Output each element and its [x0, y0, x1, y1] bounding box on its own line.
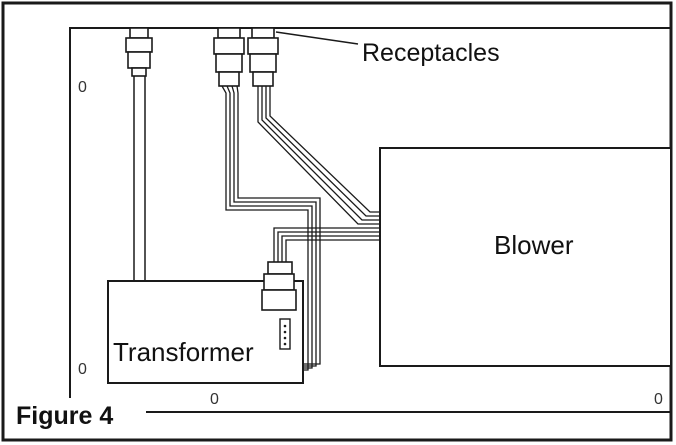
hole-mark-bottom-right: 0 — [654, 391, 663, 408]
cable-blower — [257, 86, 380, 225]
hole-mark-bottom-left: 0 — [78, 361, 87, 378]
terminal-strip — [279, 318, 291, 350]
label-transformer: Transformer — [113, 337, 254, 367]
receptacle-right — [247, 27, 279, 87]
receptacle-middle — [213, 27, 245, 87]
transformer-connector — [261, 261, 297, 311]
cable-transformer-power — [133, 76, 146, 281]
inner-panel — [69, 27, 671, 412]
cable-middle-receptacle — [221, 85, 321, 371]
hole-mark-bottom-center: 0 — [210, 391, 219, 408]
hole-mark-top-left: 0 — [78, 79, 87, 96]
figure-caption-backdrop — [12, 398, 146, 432]
label-blower: Blower — [494, 230, 574, 260]
figure-caption: Figure 4 — [16, 402, 113, 430]
receptacles-leader-line — [275, 31, 359, 45]
blower-box — [379, 147, 672, 367]
label-receptacles: Receptacles — [362, 39, 500, 67]
receptacle-left — [125, 27, 153, 77]
cable-blower-to-transformer — [273, 227, 380, 262]
